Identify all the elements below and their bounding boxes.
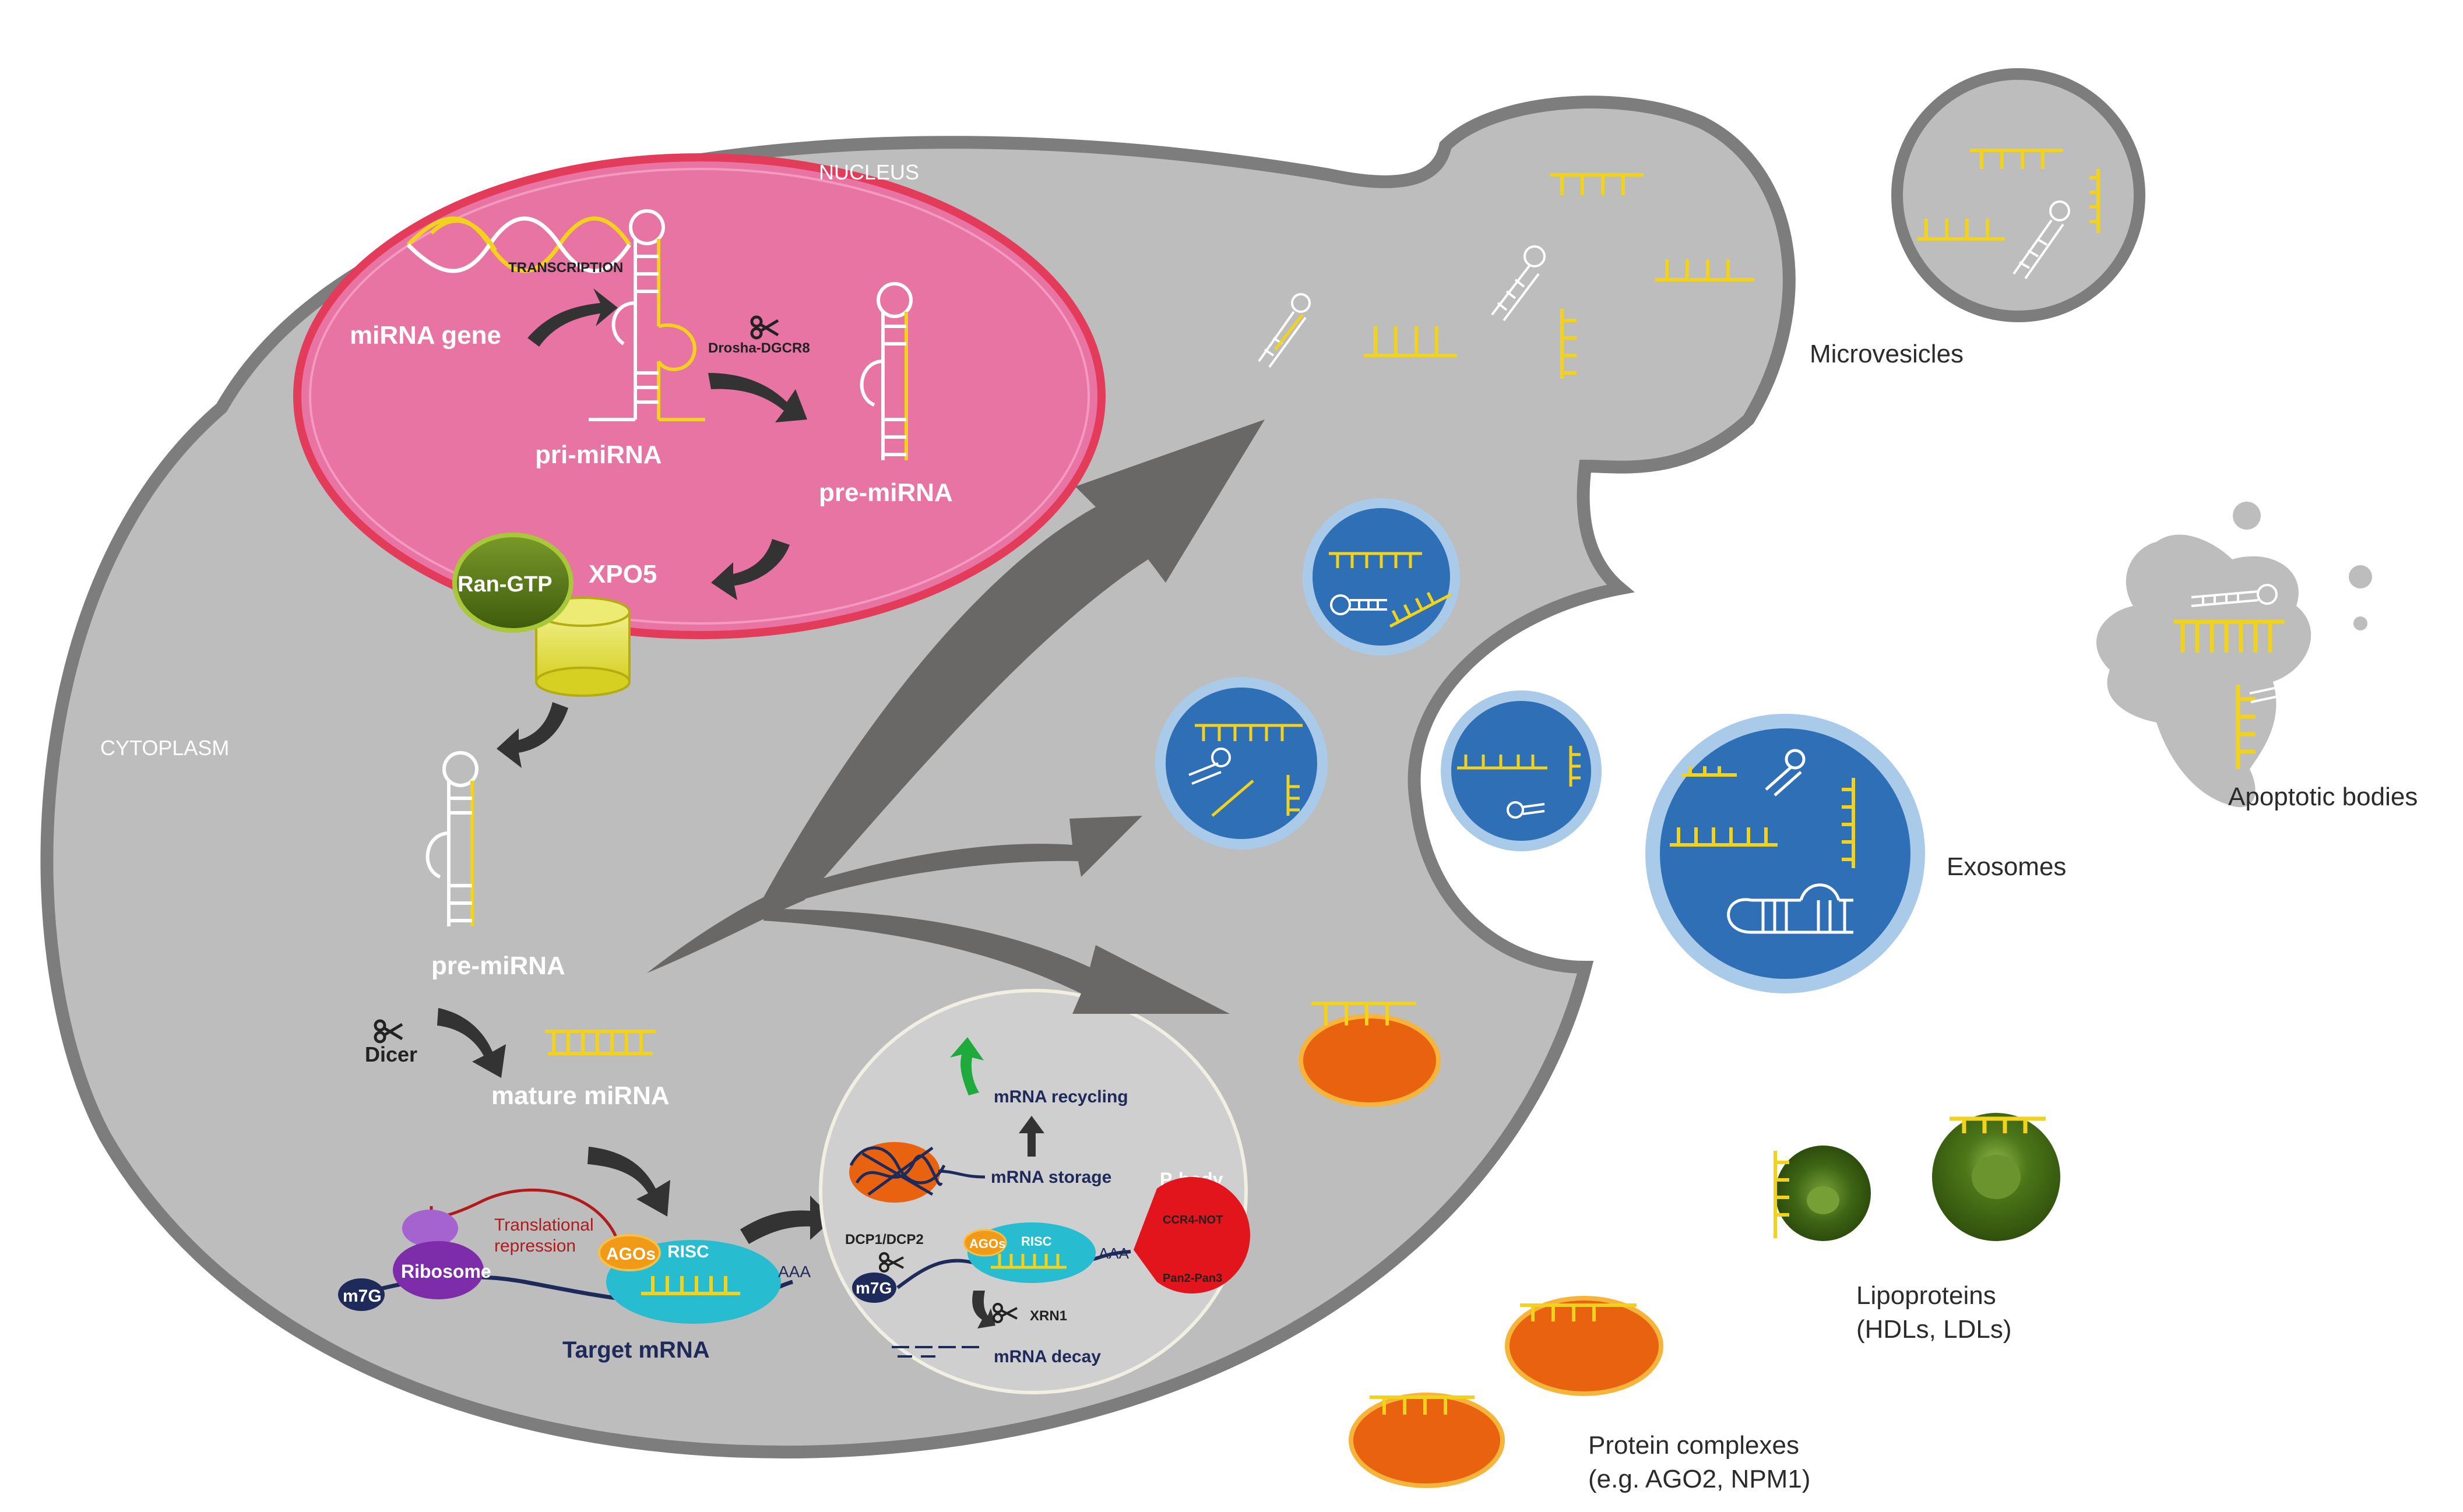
lipoproteins-label-1: Lipoproteins bbox=[1856, 1281, 1996, 1310]
agos-label-2: AGOs bbox=[969, 1236, 1005, 1251]
translational-label-1: Translational bbox=[494, 1215, 594, 1235]
risc-complex: AGOs RISC AAA bbox=[598, 1234, 811, 1324]
nucleus: NUCLEUS bbox=[293, 153, 1106, 639]
cytoplasm-label: CYTOPLASM bbox=[100, 736, 229, 760]
protein-complex-external-2 bbox=[1349, 1393, 1505, 1488]
xpo5-label: XPO5 bbox=[589, 560, 657, 588]
lipoprotein-hdl bbox=[1774, 1146, 1871, 1241]
microvesicle-external bbox=[1891, 68, 2145, 322]
risc-label-1: RISC bbox=[667, 1242, 709, 1261]
aaa-label-1: AAA bbox=[778, 1263, 811, 1281]
pri-mirna-label: pri-miRNA bbox=[535, 440, 662, 469]
target-mrna-label: Target mRNA bbox=[562, 1337, 710, 1363]
lipoproteins-label-2: (HDLs, LDLs) bbox=[1856, 1315, 2012, 1344]
protein-label-2: (e.g. AGO2, NPM1) bbox=[1588, 1465, 1810, 1493]
agos-label-1: AGOs bbox=[606, 1245, 656, 1264]
mirna-gene-label: miRNA gene bbox=[350, 321, 501, 350]
exosome-external-large bbox=[1645, 714, 1925, 993]
mature-mirna-icon bbox=[545, 1030, 656, 1055]
scissors-icon bbox=[879, 1252, 904, 1273]
m7g-label-1: m7G bbox=[343, 1287, 382, 1306]
ccr4-label: CCR4-NOT bbox=[1163, 1214, 1223, 1226]
scissors-icon bbox=[993, 1303, 1018, 1323]
mrna-storage-tangle bbox=[849, 1142, 986, 1203]
arrow-recycling bbox=[1019, 1116, 1044, 1157]
mrna-storage-label: mRNA storage bbox=[991, 1168, 1111, 1187]
scissors-icon bbox=[750, 315, 779, 340]
microvesicle-bud-contents bbox=[1258, 173, 1754, 379]
arrow-decay bbox=[972, 1291, 995, 1328]
arrow-drosha bbox=[708, 373, 807, 422]
apoptotic-body bbox=[2096, 502, 2372, 808]
ribosome-label: Ribosome bbox=[401, 1261, 491, 1282]
mrna-recycling-label: mRNA recycling bbox=[994, 1087, 1128, 1106]
aaa-label-2: AAA bbox=[1099, 1245, 1130, 1262]
apoptotic-label: Apoptotic bodies bbox=[2228, 783, 2418, 811]
pan-label: Pan2-Pan3 bbox=[1163, 1272, 1222, 1285]
nucleus-label: NUCLEUS bbox=[819, 160, 919, 184]
arrow-export bbox=[711, 539, 790, 600]
ribosome: Ribosome bbox=[393, 1210, 491, 1299]
risc-label-2: RISC bbox=[1021, 1234, 1052, 1249]
drosha-label: Drosha-DGCR8 bbox=[708, 340, 810, 356]
translational-label-2: repression bbox=[494, 1236, 576, 1256]
mrna-decay-label: mRNA decay bbox=[994, 1347, 1101, 1366]
m7g-cap: m7G bbox=[338, 1278, 385, 1311]
arrow-to-risc bbox=[587, 1147, 670, 1217]
hairpin-rna-icon bbox=[589, 209, 705, 421]
protein-label-1: Protein complexes bbox=[1588, 1431, 1799, 1460]
arrow-to-cytoplasm bbox=[497, 702, 568, 768]
hairpin-rna-icon bbox=[860, 282, 913, 460]
transcription-label: TRANSCRIPTION bbox=[508, 260, 623, 276]
translation-repression: Translational repression bbox=[430, 1188, 620, 1256]
agos-protein bbox=[963, 1229, 1007, 1257]
microvesicles-label: Microvesicles bbox=[1810, 340, 1964, 368]
lipoprotein-ldl bbox=[1932, 1113, 2060, 1241]
protein-complex-inner bbox=[1299, 1002, 1441, 1107]
arrow-to-pbody bbox=[740, 1196, 833, 1244]
xpo5-exportin bbox=[535, 597, 631, 697]
protein-complex-external-1 bbox=[1505, 1296, 1663, 1396]
ran-gtp: Ran-GTP bbox=[452, 533, 573, 633]
exosomes-label: Exosomes bbox=[1947, 852, 2066, 881]
ccr4-not-complex bbox=[1134, 1177, 1250, 1294]
dcp-label: DCP1/DCP2 bbox=[845, 1232, 924, 1247]
m7g-label-2: m7G bbox=[856, 1279, 892, 1297]
pre-mirna-nucleus-label: pre-miRNA bbox=[819, 478, 953, 507]
hairpin-rna-icon bbox=[425, 751, 478, 926]
scissors-icon bbox=[374, 1019, 403, 1044]
exosome-inner-2 bbox=[1155, 677, 1328, 850]
recycle-arrow-icon bbox=[950, 1037, 984, 1095]
exosome-inner-1 bbox=[1303, 498, 1460, 655]
ran-gtp-label: Ran-GTP bbox=[458, 572, 553, 597]
arrow-dicer bbox=[437, 1008, 506, 1078]
dna-helix-icon bbox=[406, 216, 631, 273]
pre-mirna-cyto-label: pre-miRNA bbox=[431, 951, 565, 980]
arrow-transcription bbox=[527, 288, 618, 347]
dicer-label: Dicer bbox=[365, 1042, 417, 1066]
xrn1-label: XRN1 bbox=[1030, 1308, 1067, 1324]
decay-fragments bbox=[892, 1346, 979, 1358]
mature-mirna-label: mature miRNA bbox=[491, 1081, 670, 1110]
p-body: P-body mRNA recycling mRNA storage DCP1/… bbox=[819, 989, 1250, 1394]
exosome-external-small bbox=[1441, 690, 1602, 851]
m7g-cap bbox=[852, 1273, 896, 1303]
secretion-arrows bbox=[647, 420, 1265, 1014]
